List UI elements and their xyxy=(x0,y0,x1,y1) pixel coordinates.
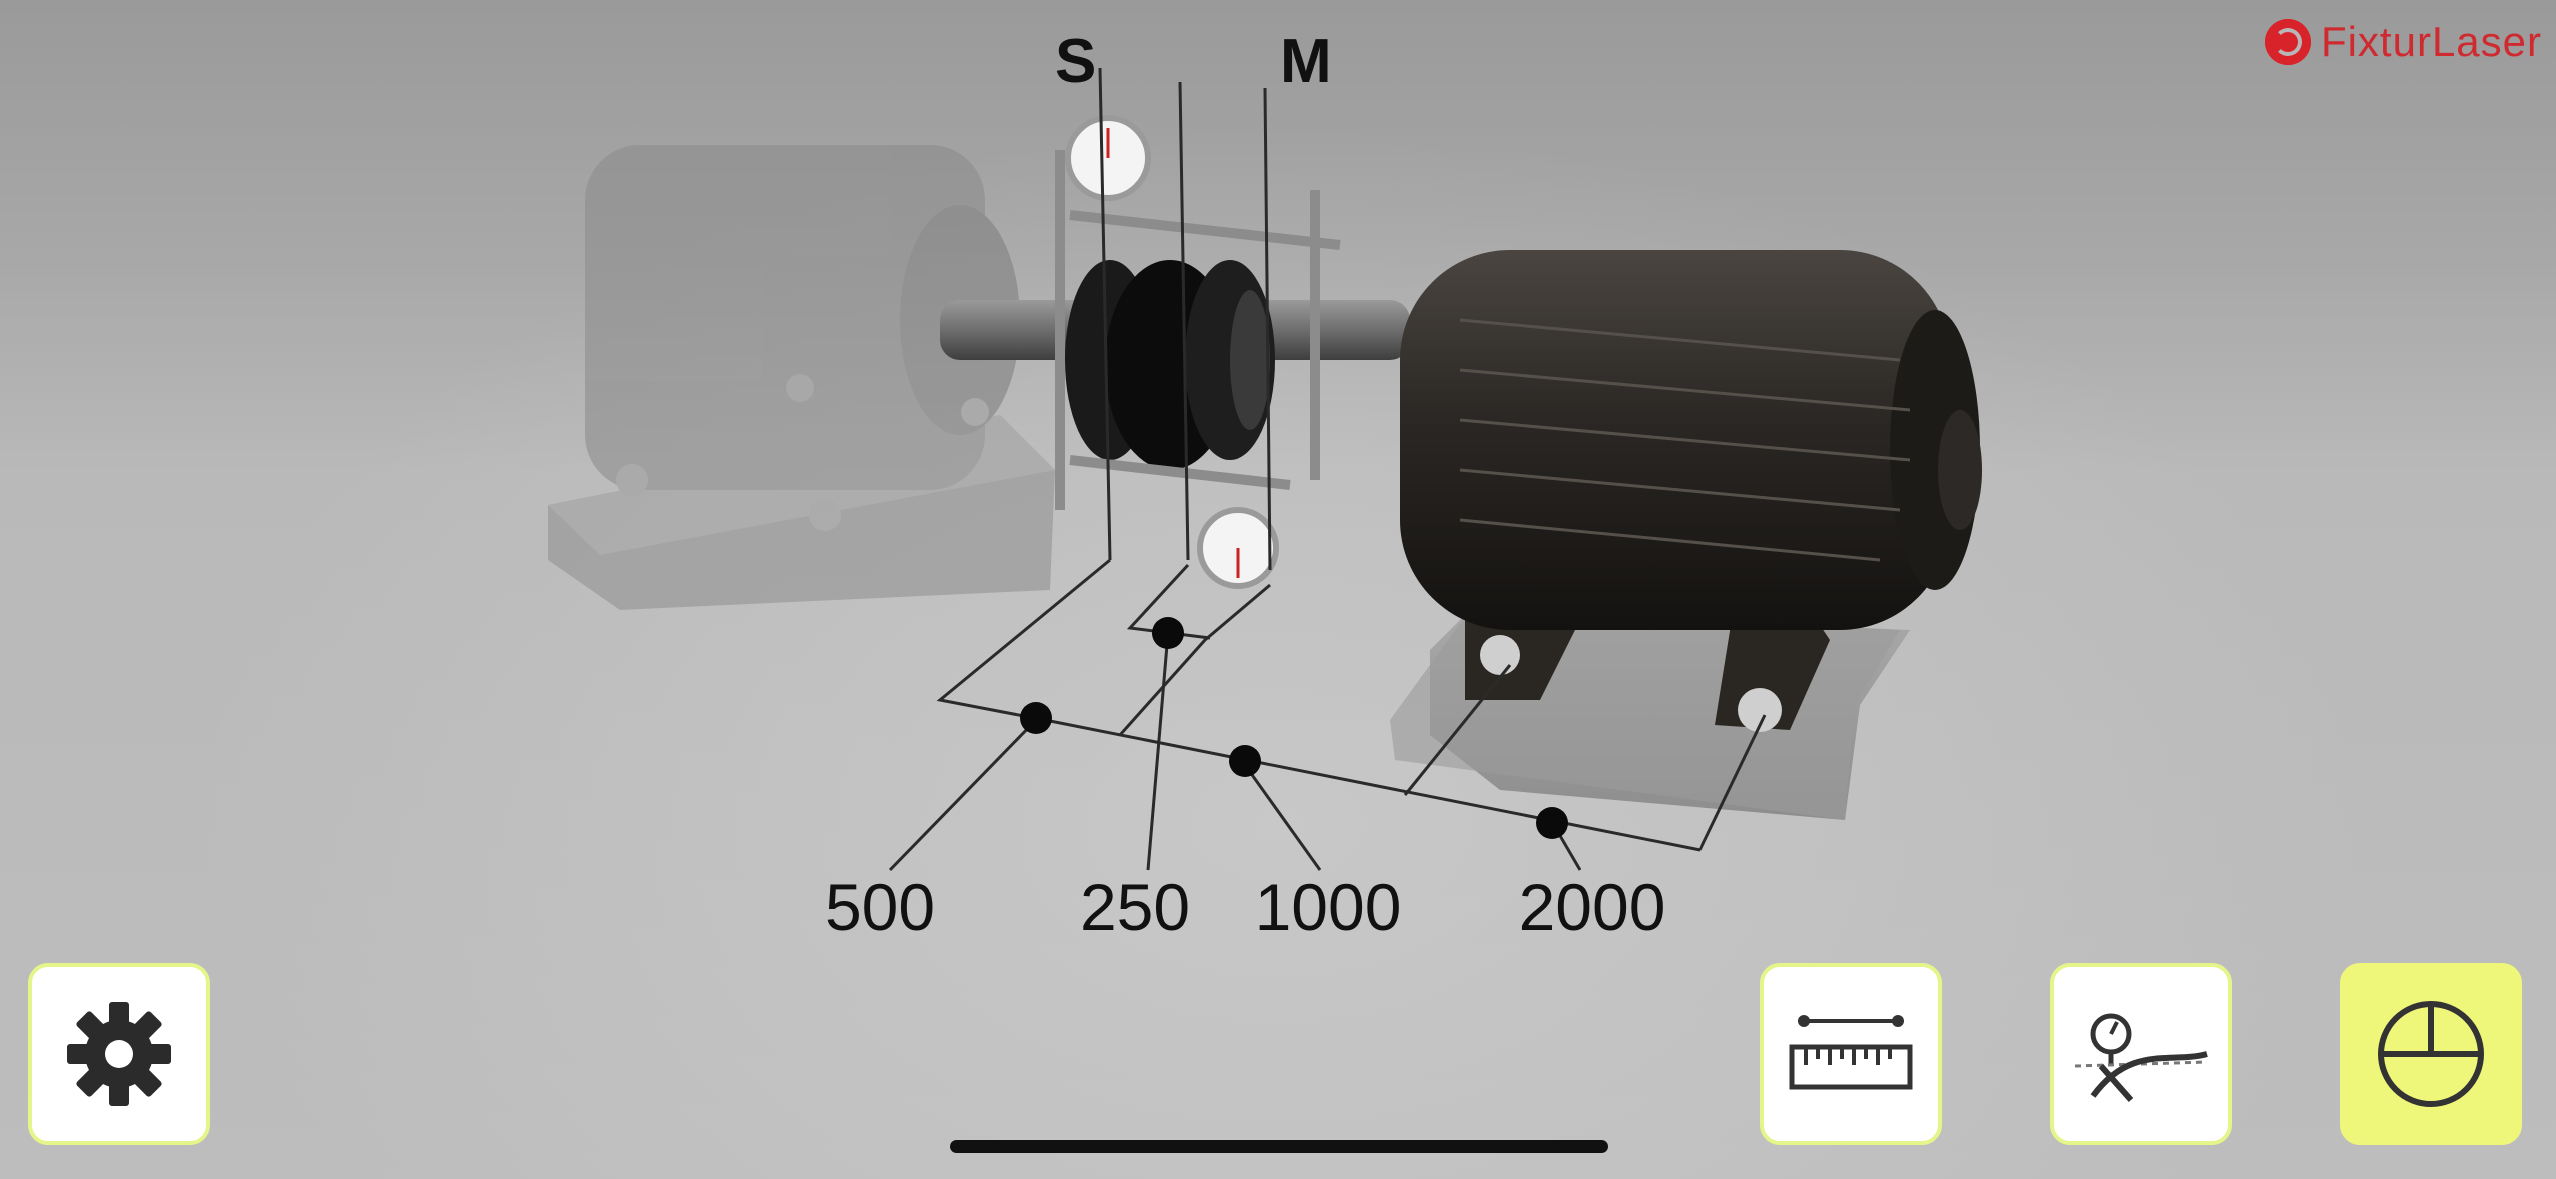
dial-indicator-button[interactable] xyxy=(2050,963,2232,1145)
movable-label: M xyxy=(1280,27,1332,96)
dial-indicator-bottom xyxy=(1197,507,1279,589)
ruler-icon xyxy=(1789,1015,1913,1090)
brand-logo-mark-icon xyxy=(2264,19,2311,65)
distance-label-1000: 1000 xyxy=(1255,870,1402,944)
settings-button[interactable] xyxy=(28,963,210,1145)
dial-indicator-top xyxy=(1065,115,1151,201)
dial-brackets xyxy=(1055,150,1341,510)
coupling xyxy=(1065,260,1275,470)
home-indicator[interactable] xyxy=(950,1140,1608,1153)
motor xyxy=(1400,250,1982,732)
measurement-dots xyxy=(1020,617,1568,839)
dot-500 xyxy=(1020,702,1052,734)
target-icon xyxy=(2378,1001,2484,1107)
measure-distances-button[interactable] xyxy=(1760,963,1942,1145)
dot-2000 xyxy=(1536,807,1568,839)
dot-250 xyxy=(1152,617,1184,649)
measurement-lines xyxy=(888,67,1767,872)
distance-label-2000: 2000 xyxy=(1519,870,1666,944)
stationary-machine xyxy=(548,145,1055,610)
stationary-label: S xyxy=(1055,27,1096,96)
brand-name: FixturLaser xyxy=(2320,18,2542,65)
gear-icon xyxy=(67,1002,171,1106)
distance-label-500: 500 xyxy=(825,870,935,944)
dial-indicator-icon xyxy=(2074,1013,2208,1102)
dot-1000 xyxy=(1229,745,1261,777)
brand-logo: FixturLaser xyxy=(2264,18,2542,66)
distance-label-250: 250 xyxy=(1080,870,1190,944)
alignment-button[interactable] xyxy=(2340,963,2522,1145)
